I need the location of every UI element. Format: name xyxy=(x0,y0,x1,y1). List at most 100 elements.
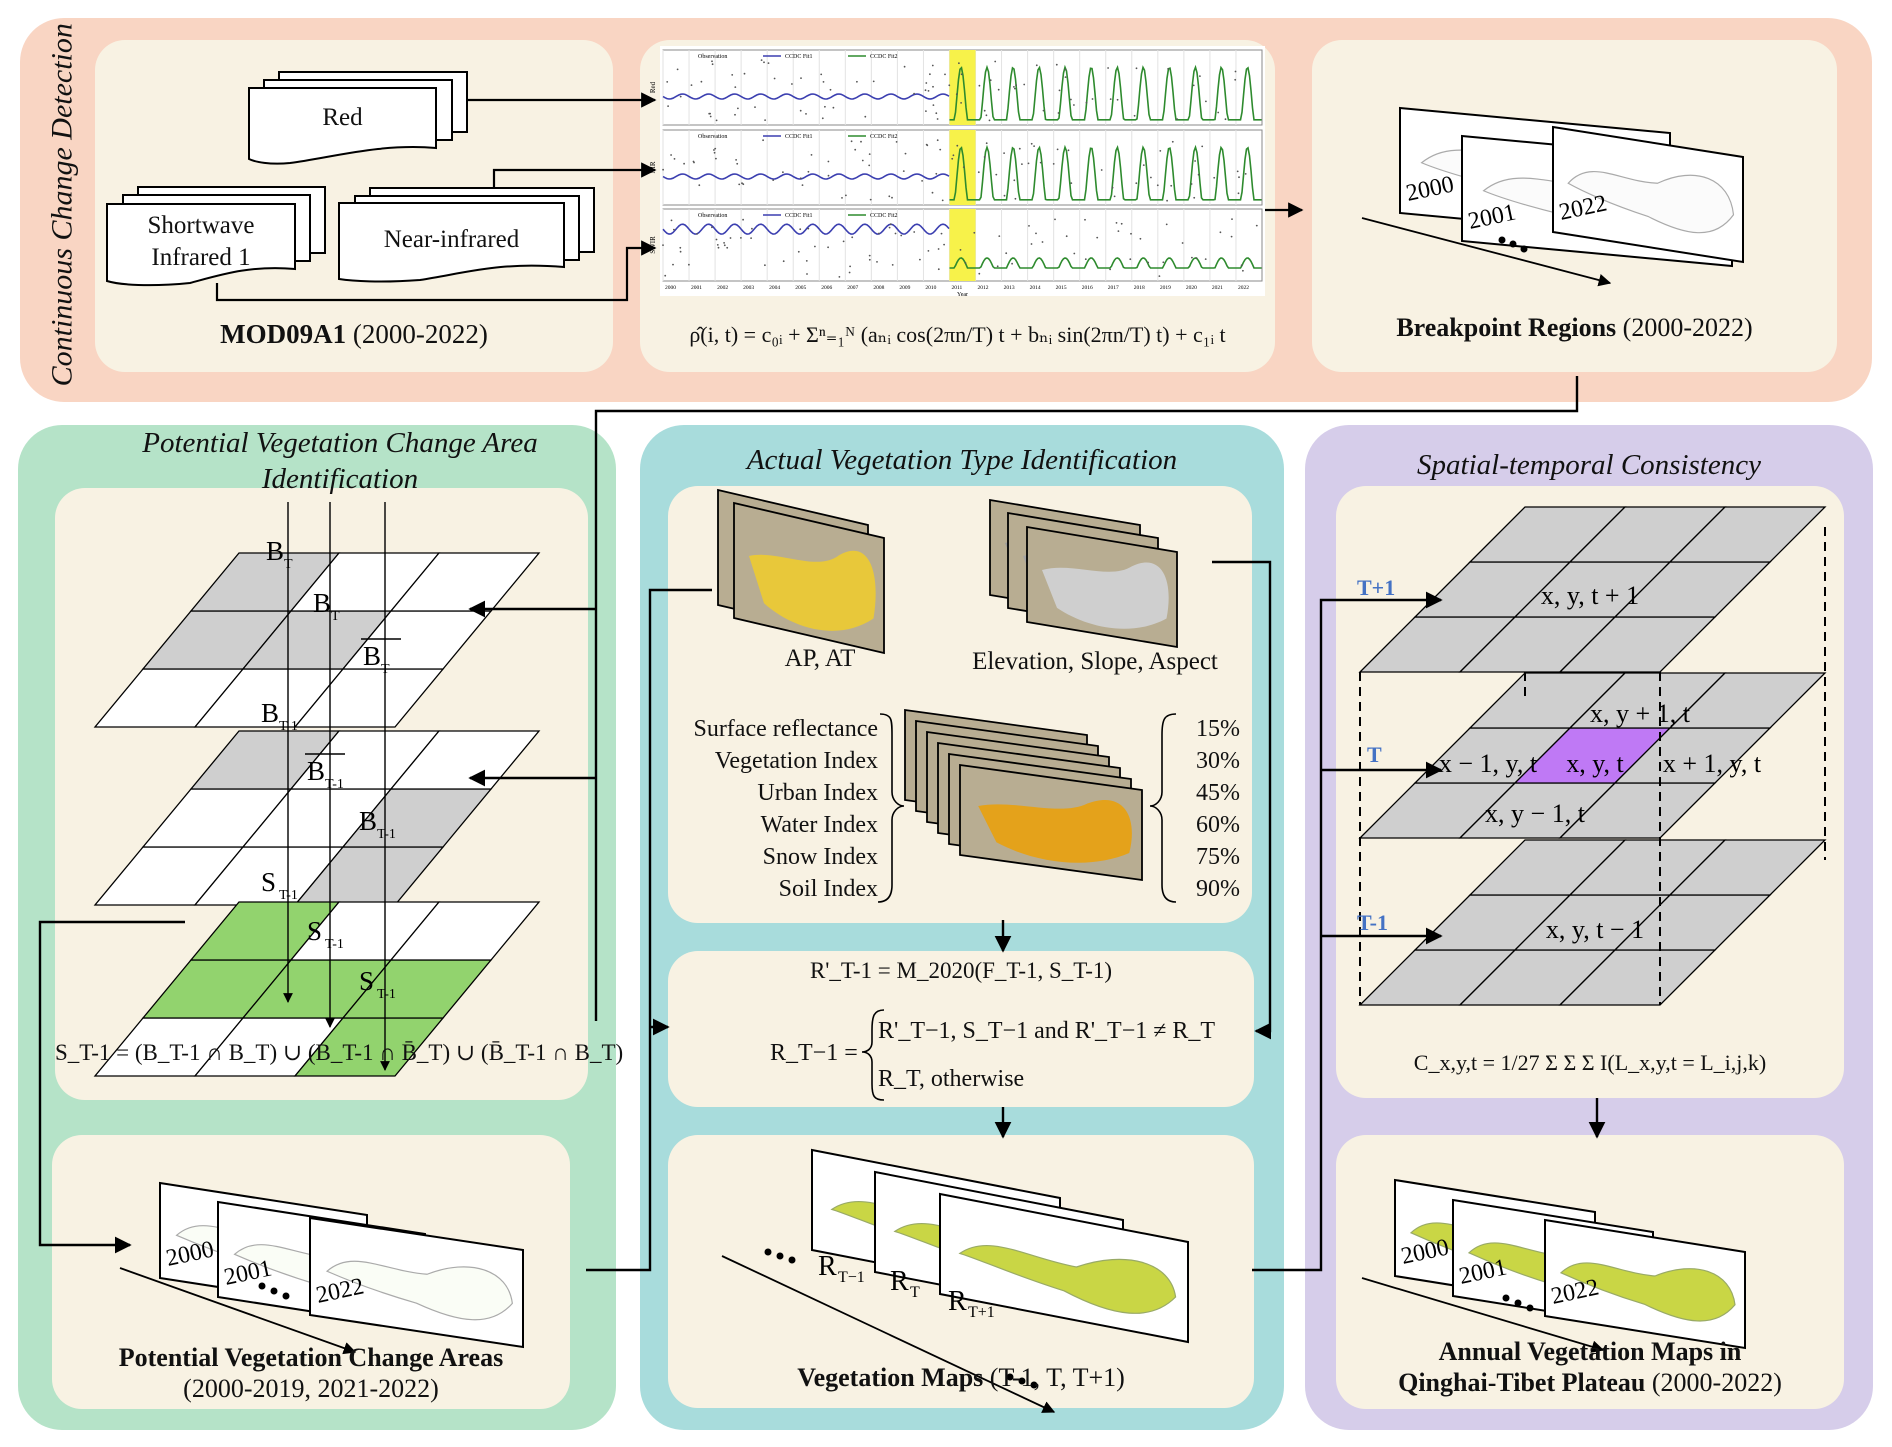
x-tick-label: 2015 xyxy=(1056,285,1067,291)
observation-point xyxy=(995,173,998,176)
observation-point xyxy=(1171,140,1174,143)
percentile-item: 90% xyxy=(1196,876,1240,902)
observation-point xyxy=(743,72,746,75)
ellipsis-dot xyxy=(788,1256,796,1264)
observation-point xyxy=(864,115,867,118)
observation-point xyxy=(932,85,934,88)
observation-point xyxy=(924,89,927,92)
ellipsis-dot xyxy=(258,1282,266,1290)
feature-item: Surface reflectance xyxy=(693,716,878,742)
observation-point xyxy=(679,95,682,98)
observation-point xyxy=(926,144,929,147)
observation-point xyxy=(1194,160,1196,162)
mod09a1-caption: MOD09A1 (2000-2022) xyxy=(95,318,613,350)
observation-point xyxy=(978,84,981,87)
observation-point xyxy=(762,139,764,142)
observation-point xyxy=(1073,252,1076,255)
legend-fit1: CCDC Fit1 xyxy=(785,54,813,60)
observation-point xyxy=(1219,231,1222,234)
observation-point xyxy=(1117,230,1120,233)
observation-point xyxy=(1027,162,1030,165)
observation-point xyxy=(1113,195,1116,198)
observation-point xyxy=(797,250,800,253)
ellipsis-dot xyxy=(1006,1373,1014,1381)
breakpoint-caption: Breakpoint Regions (2000-2022) xyxy=(1312,312,1837,343)
observation-point xyxy=(1120,222,1123,225)
observation-point xyxy=(1156,184,1159,187)
time-axis-arrow xyxy=(1361,1277,1605,1353)
observation-point xyxy=(891,264,894,266)
observation-point xyxy=(754,106,756,108)
ellipsis-dot xyxy=(1498,236,1506,244)
observation-point xyxy=(807,227,810,230)
cell-label-mid: B xyxy=(307,756,325,786)
time-axis-arrow xyxy=(119,1267,357,1355)
observation-point xyxy=(1003,152,1005,155)
observation-point xyxy=(764,119,766,121)
grid-cell xyxy=(389,552,541,612)
observation-point xyxy=(726,246,729,249)
observation-point xyxy=(869,198,872,201)
annual-caption-line1: Annual Vegetation Maps in xyxy=(1438,1337,1742,1366)
cell-label-mid: B xyxy=(261,698,279,728)
observation-point xyxy=(956,144,959,147)
percentile-item: 75% xyxy=(1196,844,1240,870)
observation-point xyxy=(1014,197,1017,200)
observation-point xyxy=(810,154,813,156)
band-connectors xyxy=(215,92,1304,302)
observation-point xyxy=(891,196,893,199)
cell-label-top: B xyxy=(313,588,331,618)
nir-band-label: Near-infrared xyxy=(383,226,520,253)
time-axis-arrow xyxy=(721,1255,1056,1413)
observation-point xyxy=(717,246,720,249)
terrain-raster-3 xyxy=(1026,525,1178,649)
observation-point xyxy=(1167,68,1169,70)
x-tick-label: 2002 xyxy=(717,285,728,291)
fit1-series xyxy=(662,173,950,180)
observation-point xyxy=(983,109,986,112)
cell-east: x + 1, y, t xyxy=(1663,749,1762,778)
observation-point xyxy=(962,166,965,169)
y-axis-label: SWIR xyxy=(649,236,657,254)
observation-point xyxy=(854,148,857,151)
observation-point xyxy=(767,62,770,64)
observation-point xyxy=(763,61,765,64)
feature-item: Vegetation Index xyxy=(714,748,878,774)
observation-point xyxy=(688,263,690,266)
observation-point xyxy=(820,73,823,76)
break-highlight xyxy=(949,50,976,125)
observation-point xyxy=(960,73,963,76)
observation-point xyxy=(998,235,1001,238)
ellipsis-dot xyxy=(764,1248,772,1256)
observation-point xyxy=(1064,76,1067,78)
terrain-to-rule-arrow xyxy=(1212,560,1272,1040)
climate-raster-front xyxy=(733,501,885,655)
x-tick-label: 2012 xyxy=(978,285,989,291)
observation-point xyxy=(1181,242,1184,244)
ellipsis-dot xyxy=(1520,245,1528,253)
observation-point xyxy=(935,172,938,175)
observation-point xyxy=(714,147,717,150)
observation-point xyxy=(737,107,739,110)
grid-cell xyxy=(389,901,541,961)
cell-center: x, y, t xyxy=(1566,749,1624,778)
grid-cell xyxy=(1668,839,1827,896)
observation-point xyxy=(868,258,871,261)
cell-label-mid: B xyxy=(359,806,377,836)
observation-point xyxy=(985,142,988,145)
time-label: T+1 xyxy=(1357,575,1395,600)
observation-point xyxy=(1135,182,1138,185)
cell-label-subscript-bottom: T-1 xyxy=(377,987,396,1002)
cell-label-subscript-mid: T-1 xyxy=(377,827,396,842)
plateau-shape xyxy=(958,1245,1177,1314)
percentile-item: 60% xyxy=(1196,812,1240,838)
rule-formula-lhs: R_T−1 = xyxy=(770,1040,858,1066)
observation-point xyxy=(1111,186,1114,189)
observation-point xyxy=(670,219,673,222)
observation-point xyxy=(711,226,713,229)
vegmap-label: R xyxy=(948,1286,967,1317)
observation-point xyxy=(940,232,943,235)
